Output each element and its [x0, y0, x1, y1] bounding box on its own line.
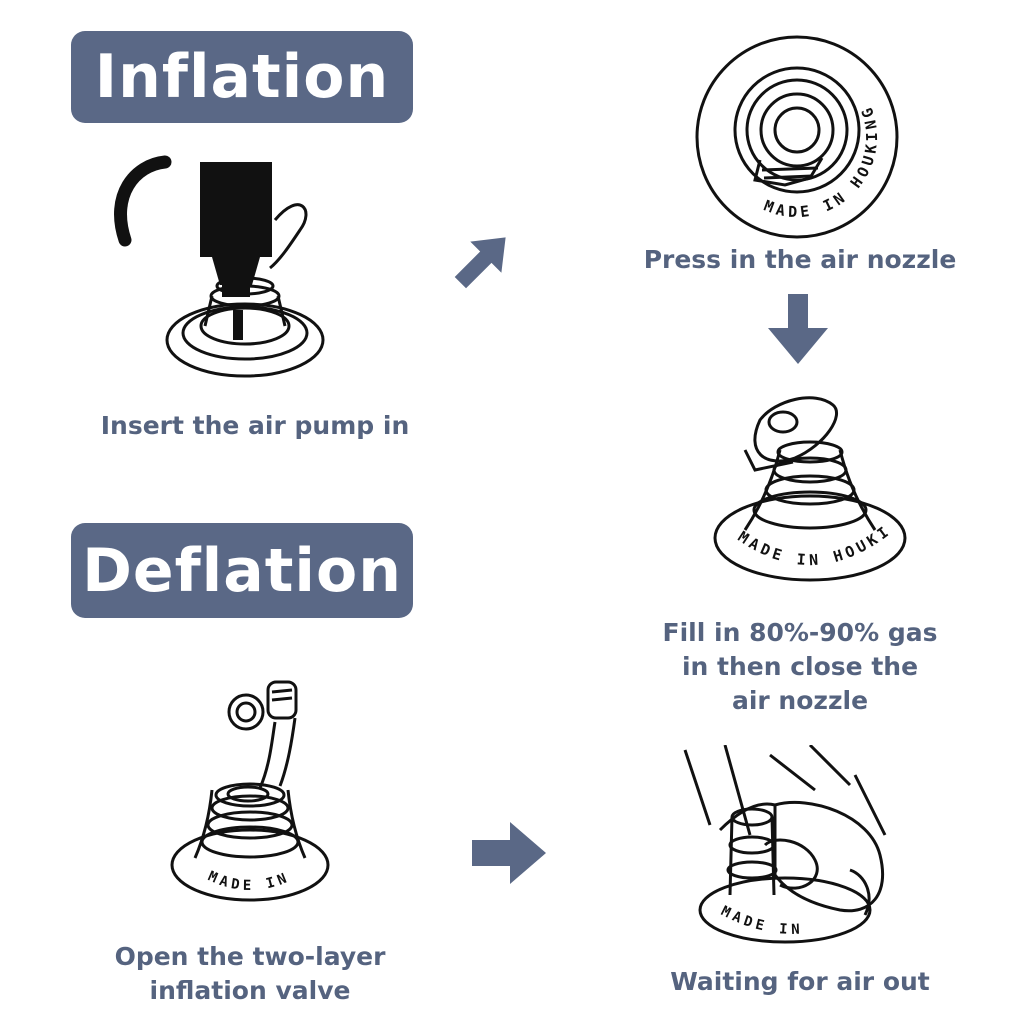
fill-close-text-line1: Fill in 80%-90% gas	[662, 618, 938, 647]
svg-text:MADE IN: MADE IN	[205, 869, 292, 895]
open-valve-text-line2: inflation valve	[149, 976, 351, 1005]
inflation-heading-text: Inflation	[94, 42, 390, 112]
arrow-right-icon	[472, 822, 546, 884]
valve-marking-open: MADE IN	[205, 869, 288, 895]
insert-pump-caption: Insert the air pump in	[70, 409, 440, 443]
press-nozzle-text: Press in the air nozzle	[643, 245, 957, 274]
hand-deflation-illustration: MADE IN	[683, 745, 887, 944]
svg-text:MADE IN: MADE IN	[718, 903, 804, 938]
pump-valve-illustration	[114, 155, 325, 378]
open-valve-illustration: MADE IN	[170, 680, 330, 902]
valve-marking-hand: MADE IN	[718, 903, 800, 938]
insert-pump-text: Insert the air pump in	[100, 411, 410, 440]
deflation-heading: Deflation	[71, 523, 413, 618]
fill-close-text-line3: air nozzle	[731, 686, 869, 715]
waiting-caption: Waiting for air out	[610, 965, 990, 999]
fill-close-caption: Fill in 80%-90% gas in then close the ai…	[610, 616, 990, 718]
arrow-down-icon	[768, 294, 828, 364]
inflation-heading: Inflation	[71, 31, 413, 123]
arrow-up-right-icon	[454, 237, 506, 289]
nozzle-top-view-illustration: MADE IN HOUKING	[695, 35, 899, 239]
waiting-text: Waiting for air out	[670, 967, 930, 996]
open-valve-text-line1: Open the two-layer	[114, 942, 386, 971]
closed-nozzle-illustration: MADE IN HOUKING	[705, 390, 907, 582]
svg-text:MADE IN HOUKING: MADE IN HOUKING	[705, 390, 895, 569]
fill-close-text-line2: in then close the	[681, 652, 919, 681]
valve-marking-closed: MADE IN HOUKING	[705, 390, 891, 569]
open-valve-caption: Open the two-layer inflation valve	[70, 940, 430, 1008]
press-nozzle-caption: Press in the air nozzle	[620, 243, 980, 277]
deflation-heading-text: Deflation	[82, 535, 402, 606]
